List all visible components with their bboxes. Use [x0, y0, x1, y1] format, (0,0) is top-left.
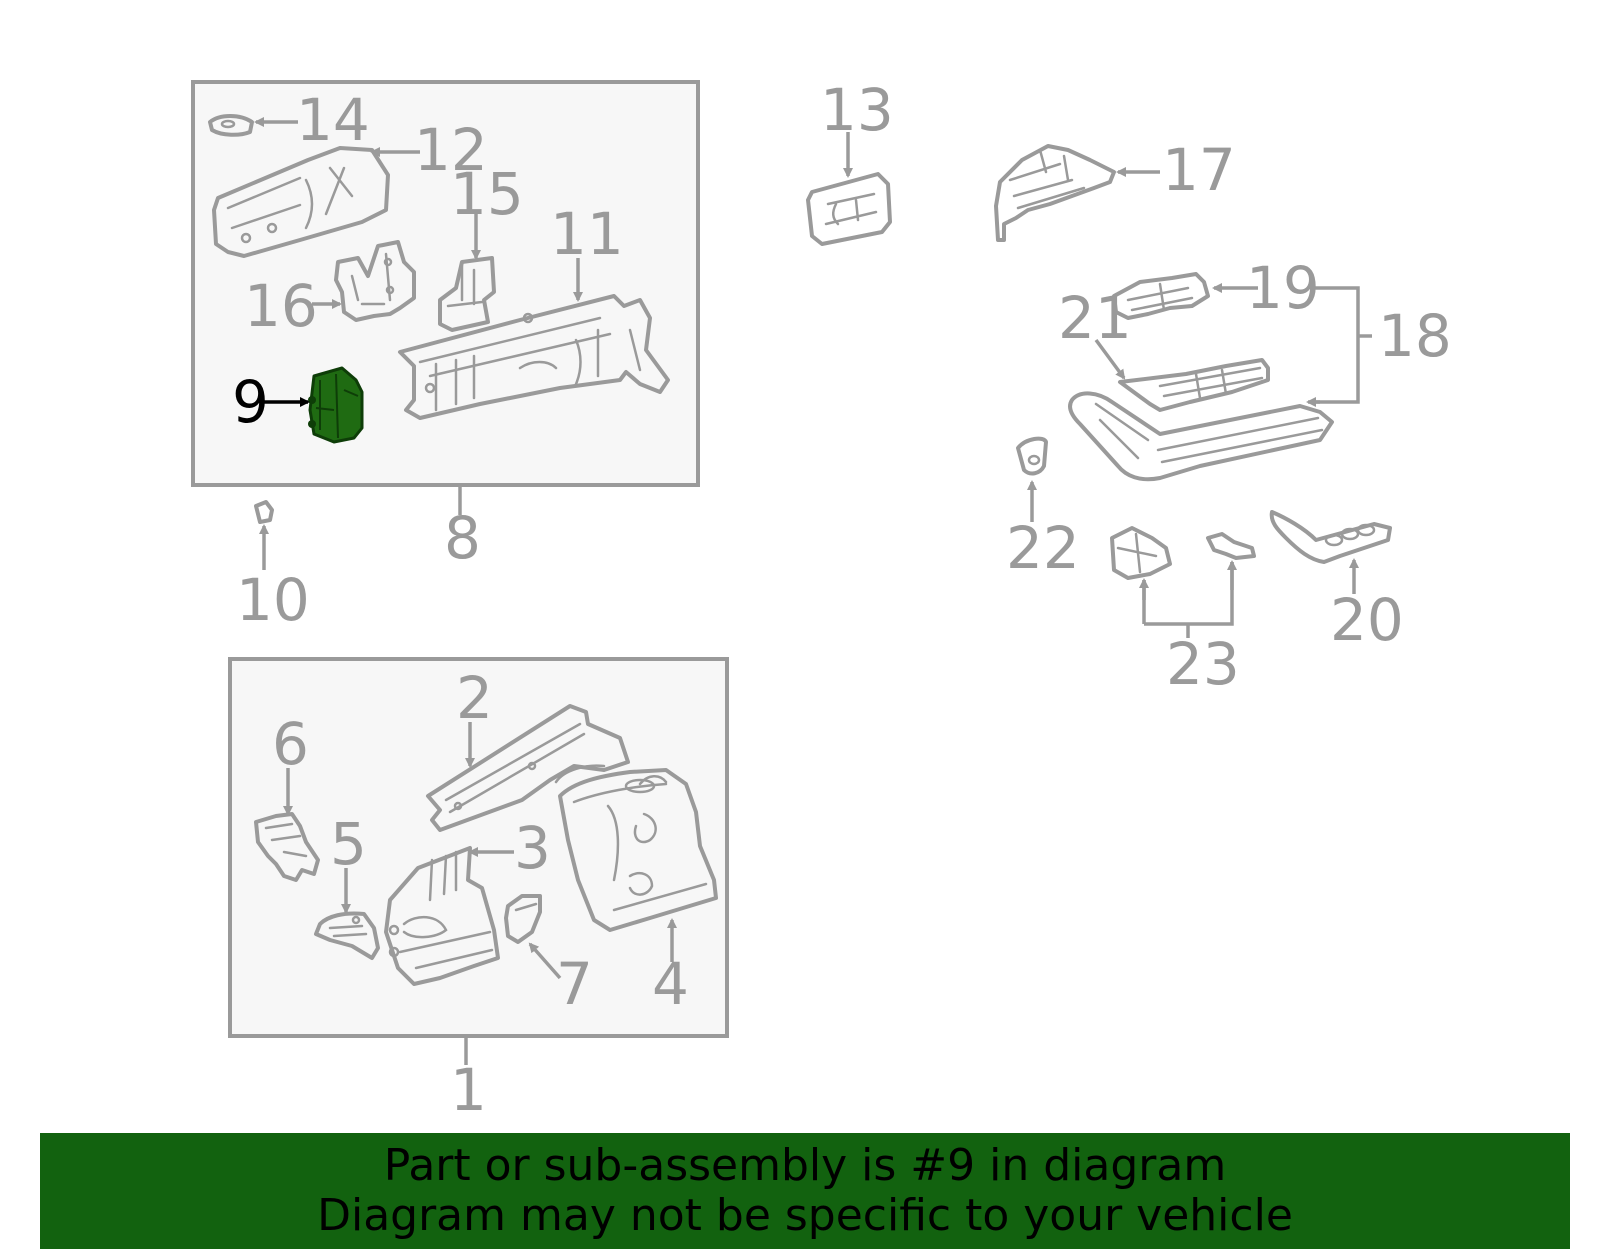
callout-6[interactable]: 6: [272, 710, 309, 778]
callout-18[interactable]: 18: [1378, 302, 1452, 370]
callout-3[interactable]: 3: [514, 814, 551, 882]
part-4-drawing[interactable]: [558, 768, 718, 932]
part-23a-drawing[interactable]: [1110, 526, 1172, 580]
part-12-drawing[interactable]: [212, 146, 390, 258]
callout-19[interactable]: 19: [1246, 254, 1320, 322]
banner-line-2: Diagram may not be specific to your vehi…: [317, 1190, 1293, 1241]
part-5-drawing[interactable]: [314, 911, 380, 960]
part-11-drawing[interactable]: [398, 294, 670, 420]
part-18-drawing[interactable]: [1068, 391, 1334, 482]
callout-4[interactable]: 4: [652, 950, 689, 1018]
part-16-drawing[interactable]: [334, 240, 416, 322]
part-15-drawing[interactable]: [438, 256, 496, 332]
assembly-box-8: [191, 80, 700, 487]
part-21-drawing[interactable]: [1118, 358, 1270, 412]
assembly-box-1: [228, 657, 729, 1038]
callout-21[interactable]: 21: [1058, 284, 1132, 352]
callout-23[interactable]: 23: [1166, 630, 1240, 698]
part-22-drawing[interactable]: [1016, 436, 1048, 476]
callout-11[interactable]: 11: [550, 200, 624, 268]
callout-20[interactable]: 20: [1330, 586, 1404, 654]
callout-22[interactable]: 22: [1006, 514, 1080, 582]
part-9-drawing[interactable]: [308, 366, 364, 444]
callout-9[interactable]: 9: [232, 368, 269, 436]
callout-12[interactable]: 12: [414, 116, 488, 184]
callout-5[interactable]: 5: [330, 810, 367, 878]
info-banner: Part or sub-assembly is #9 in diagram Di…: [40, 1133, 1570, 1249]
part-23b-drawing[interactable]: [1206, 532, 1256, 560]
callout-17[interactable]: 17: [1162, 136, 1236, 204]
callout-7[interactable]: 7: [556, 950, 593, 1018]
callout-2[interactable]: 2: [456, 664, 493, 732]
callout-15[interactable]: 15: [450, 160, 524, 228]
part-19-drawing[interactable]: [1112, 272, 1210, 320]
callout-8[interactable]: 8: [444, 504, 481, 572]
callout-1[interactable]: 1: [450, 1056, 487, 1124]
callout-14[interactable]: 14: [296, 86, 370, 154]
part-20-drawing[interactable]: [1269, 510, 1392, 564]
callout-16[interactable]: 16: [244, 272, 318, 340]
part-7-drawing[interactable]: [504, 894, 542, 944]
part-14-drawing[interactable]: [208, 114, 254, 137]
part-13-drawing[interactable]: [806, 172, 892, 246]
part-6-drawing[interactable]: [254, 812, 320, 882]
part-10-drawing[interactable]: [254, 500, 274, 524]
callout-labels: 14 12 15 11 16 9 8 10 13 17 19 21 18 22 …: [232, 76, 1452, 1124]
callout-13[interactable]: 13: [820, 76, 894, 144]
banner-line-1: Part or sub-assembly is #9 in diagram: [383, 1140, 1227, 1191]
part-2-drawing[interactable]: [426, 704, 630, 832]
part-17-drawing[interactable]: [994, 144, 1116, 242]
callout-10[interactable]: 10: [236, 566, 310, 634]
part-3-drawing[interactable]: [384, 846, 500, 986]
